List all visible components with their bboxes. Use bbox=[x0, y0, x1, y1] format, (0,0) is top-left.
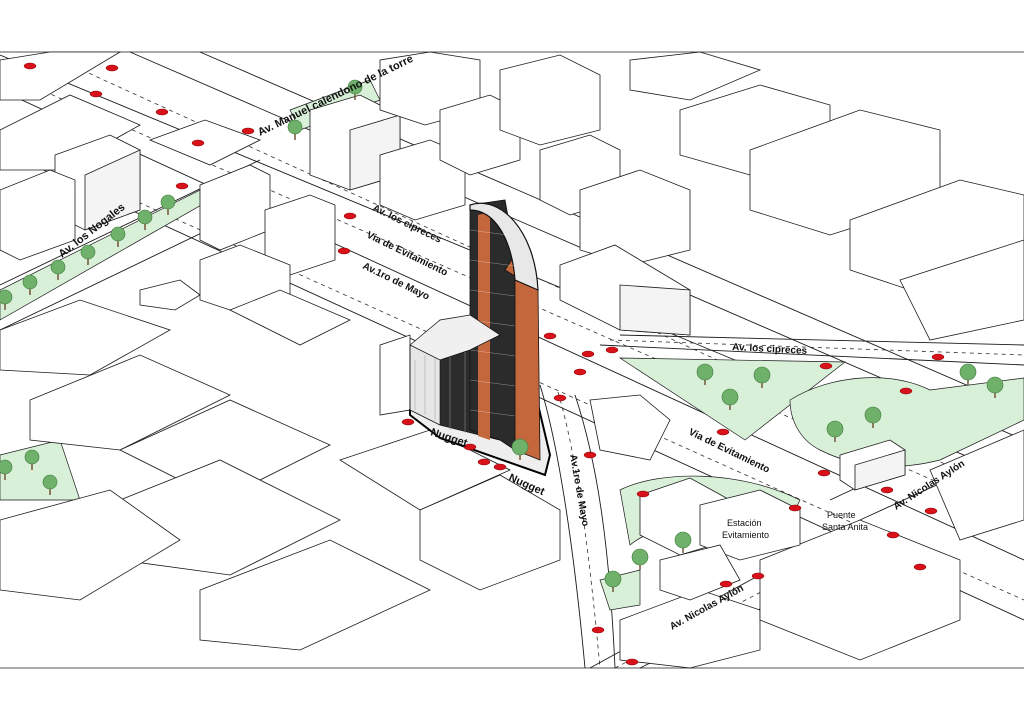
label-puente-line2: Santa Anita bbox=[822, 522, 868, 532]
cars bbox=[23, 62, 945, 666]
label-puente-line1: Puente bbox=[827, 510, 856, 520]
label-estacion-line2: Evitamiento bbox=[722, 530, 769, 540]
label-via-evitamiento-lower: Via de Evitamiento bbox=[687, 427, 772, 476]
roundabout-park bbox=[789, 377, 1024, 467]
trees bbox=[0, 79, 1004, 592]
place-labels: Puente Santa Anita Estación Evitamiento bbox=[722, 510, 868, 540]
building-blocks bbox=[0, 51, 1024, 669]
left-park bbox=[0, 439, 81, 501]
label-estacion-line1: Estación bbox=[727, 518, 762, 528]
label-av-mayo-upper: Av.1ro de Mayo bbox=[361, 261, 431, 303]
tower-project bbox=[409, 199, 552, 477]
label-av-cipreces-right: Av. los cipreces bbox=[732, 342, 808, 357]
label-av-mayo-lower: Av.1ro de Mayo bbox=[567, 454, 590, 528]
